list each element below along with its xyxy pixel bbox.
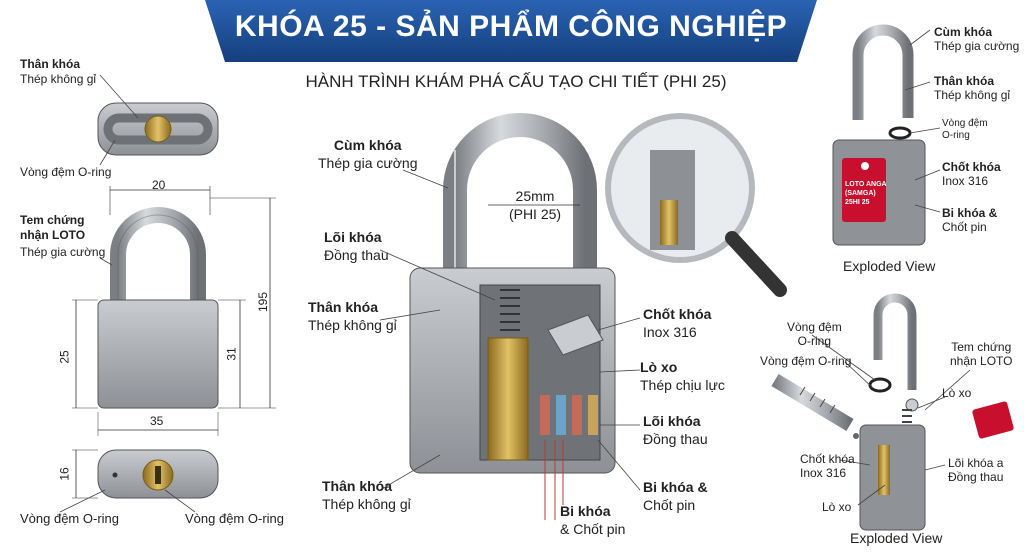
center-ball2-label: Bi khóa& Chốt pin [560,503,626,537]
magnifier-drawing [605,113,787,297]
seal-label-1: Tem chứng [20,213,85,227]
top-view-body-label: Thân khóa [20,57,81,71]
dim-body-25: 25 [57,350,72,364]
banner-title: KHÓA 25 - SẢN PHẨM CÔNG NGHIỆP [234,10,788,43]
rb-spring-label: Lò xo [942,386,972,400]
front-view-drawing [72,186,276,436]
page-subtitle: HÀNH TRÌNH KHÁM PHÁ CẤU TẠO CHI TIẾT (PH… [305,72,727,91]
top-view-oring-label: Vòng đệm O-ring [20,165,112,179]
dim-top-20: 20 [152,178,166,192]
bottom-view-drawing [59,449,219,513]
rt-ball-label: Bi khóa &Chốt pin [942,206,998,234]
rt-tag: LOTO ANGA(SAMGA)25HI 25 [845,181,887,206]
title-banner [205,0,817,62]
center-ball-label: Bi khóa &Chốt pin [643,479,708,513]
right-top-exploded-drawing [832,24,941,246]
seal-label-2: nhận LOTO [20,228,86,242]
dim-bottom-35: 35 [150,414,164,428]
rb-washer2-label: Vòng đệm O-ring [760,354,852,368]
dim-height-195: 195 [256,291,271,313]
top-view-body-sub: Thép không gỉ [20,72,97,86]
dim-bottom-16: 16 [57,467,72,481]
rb-spring2-label: Lò xo [822,500,852,514]
bottom-oring-left: Vòng đệm O-ring [20,511,119,526]
seal-sub: Thép gia cường [20,245,106,259]
top-view-drawing [97,74,219,166]
rb-caption: Exploded View [850,530,943,546]
bottom-oring-right: Vòng đệm O-ring [185,511,284,526]
center-cutaway-drawing [379,113,641,520]
center-diameter: 25mm(PHI 25) [508,188,562,222]
rt-caption: Exploded View [843,258,936,274]
dim-body-31: 31 [224,347,239,361]
right-bottom-exploded-drawing [771,293,1014,531]
